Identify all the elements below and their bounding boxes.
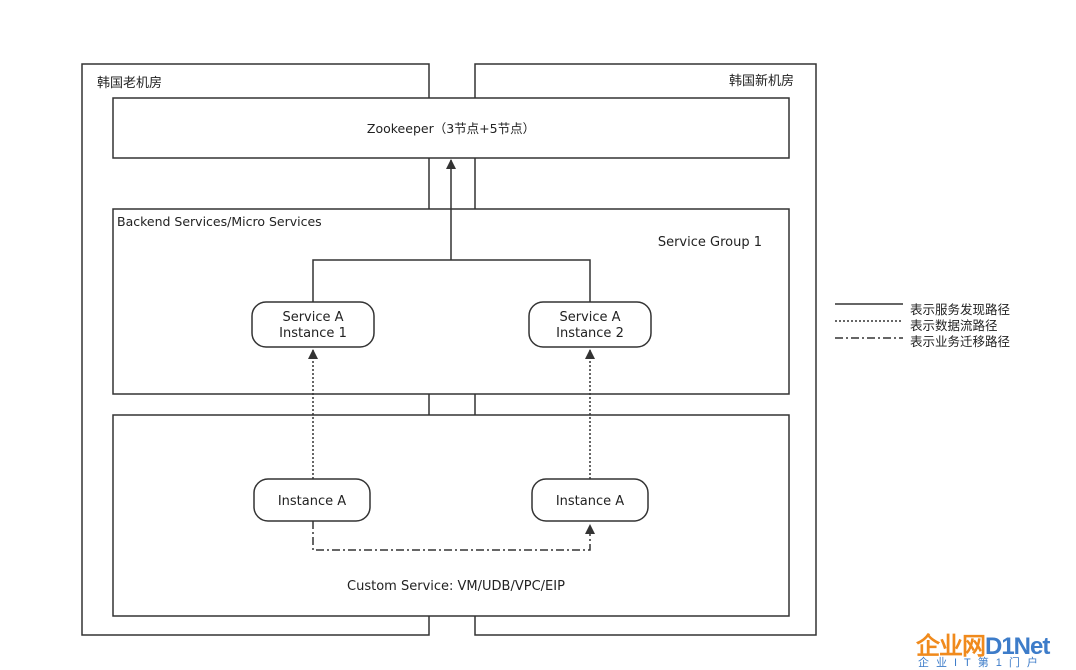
- watermark-main: 企业网D1Net: [916, 626, 1050, 661]
- legend-dashdot-label: 表示业务迁移路径: [910, 334, 1010, 349]
- instance-a-old-label: Instance A: [278, 494, 346, 509]
- legend-dotted-label: 表示数据流路径: [910, 318, 998, 333]
- old-datacenter-label: 韩国老机房: [97, 75, 162, 91]
- service-a-instance-2-line1: Service A: [559, 310, 620, 325]
- service-group-label: Service Group 1: [658, 235, 762, 250]
- migration-path: [312, 521, 595, 551]
- service-a-instance-1-line1: Service A: [282, 310, 343, 325]
- service-a-instance-2-line2: Instance 2: [556, 326, 624, 341]
- instance-a-old: [253, 478, 371, 522]
- service-a-instance-1-line2: Instance 1: [279, 326, 347, 341]
- instance-a-new-label: Instance A: [556, 494, 624, 509]
- watermark-main-en: D1Net: [985, 633, 1050, 660]
- watermark-sub: 企业IT第1门户: [918, 657, 1045, 669]
- d1net-watermark-logo: 企业网D1Net 企业IT第1门户: [916, 626, 1074, 669]
- custom-service-label: Custom Service: VM/UDB/VPC/EIP: [347, 579, 565, 594]
- service-a-instance-2: [528, 301, 652, 348]
- new-datacenter-label: 韩国新机房: [729, 73, 794, 89]
- zookeeper-label: Zookeeper（3节点+5节点）: [367, 121, 535, 136]
- legend-solid-label: 表示服务发现路径: [910, 302, 1010, 317]
- custom-service-box: [112, 414, 790, 617]
- service-a-instance-1: [251, 301, 375, 348]
- zookeeper-box: [112, 97, 790, 159]
- backend-services-title: Backend Services/Micro Services: [117, 214, 322, 229]
- watermark-main-cn: 企业网: [916, 633, 986, 660]
